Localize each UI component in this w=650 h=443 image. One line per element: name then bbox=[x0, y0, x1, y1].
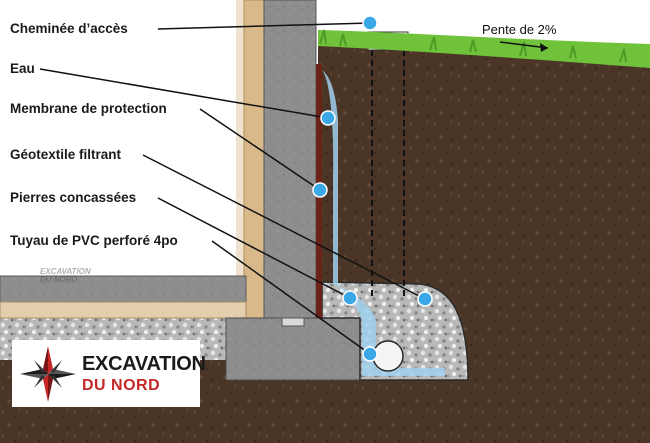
label-water: Eau bbox=[10, 61, 35, 76]
marker-geotextile bbox=[417, 291, 433, 307]
wall-stud bbox=[236, 0, 244, 276]
company-logo: EXCAVATION DU NORD bbox=[12, 340, 206, 407]
grass bbox=[318, 30, 650, 68]
slope-arrow bbox=[499, 41, 549, 49]
floor-slab bbox=[0, 275, 247, 303]
logo-star-holder bbox=[20, 346, 76, 402]
label-pipe: Tuyau de PVC perforé 4po bbox=[10, 233, 178, 248]
watermark-left: EXCAVATION DU NORD bbox=[40, 268, 91, 284]
pvc-pipe bbox=[372, 340, 404, 372]
slab-base bbox=[0, 301, 247, 319]
compass-star-logo bbox=[20, 346, 76, 402]
marker-water bbox=[320, 110, 336, 126]
leader-chimney bbox=[157, 22, 371, 30]
footing-key bbox=[281, 317, 305, 327]
leader-geotextile bbox=[142, 154, 426, 300]
label-chimney: Cheminée d’accès bbox=[10, 21, 128, 36]
label-stones: Pierres concassées bbox=[10, 190, 137, 205]
watermark-left-line2: DU NORD bbox=[40, 275, 78, 284]
leader-stones bbox=[157, 197, 351, 299]
slope-arrowhead bbox=[540, 43, 548, 52]
wood-furring bbox=[243, 0, 265, 321]
watermark-left-line1: EXCAVATION bbox=[40, 267, 91, 276]
leader-membrane bbox=[199, 108, 321, 191]
watermark-top-line2: DU NORD bbox=[420, 25, 458, 34]
label-geotextile: Géotextile filtrant bbox=[10, 147, 122, 162]
footing bbox=[225, 317, 361, 381]
watermark-top-line1: EXCAVATION bbox=[420, 17, 471, 26]
leader-pipe bbox=[211, 240, 371, 355]
interior-wall bbox=[0, 0, 236, 276]
marker-pipe bbox=[362, 346, 378, 362]
marker-membrane bbox=[312, 182, 328, 198]
foundation-wall bbox=[263, 0, 317, 323]
marker-stones bbox=[342, 290, 358, 306]
logo-subname: DU NORD bbox=[82, 377, 161, 394]
leader-water bbox=[39, 68, 329, 119]
marker-chimney bbox=[362, 15, 378, 31]
grass-blades bbox=[319, 29, 627, 63]
label-membrane: Membrane de protection bbox=[10, 101, 167, 116]
logo-name: EXCAVATION bbox=[82, 353, 206, 375]
watermark-top: EXCAVATION DU NORD bbox=[420, 18, 471, 34]
slope-label: Pente de 2% bbox=[482, 22, 557, 37]
